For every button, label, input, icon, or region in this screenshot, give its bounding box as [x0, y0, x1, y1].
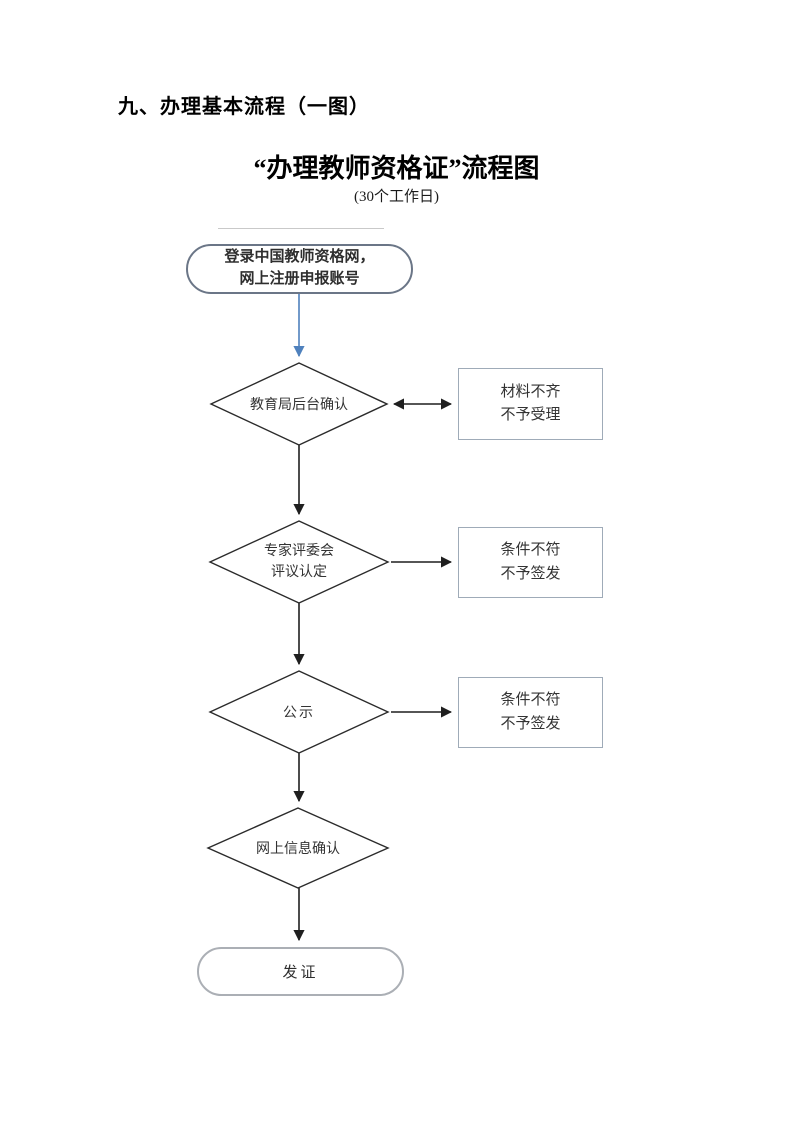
reject-box-3-label: 条件不符 不予签发 [500, 692, 561, 732]
decision-2-label: 专家评委会 评议认定 [264, 544, 334, 580]
end-node-label: 发证 [282, 965, 319, 981]
divider-line [218, 228, 384, 229]
decision-4-diamond [206, 807, 390, 889]
decision-4-label: 网上信息确认 [256, 842, 340, 857]
start-node-label: 登录中国教师资格网， 网上注册申报账号 [224, 249, 375, 287]
reject-box-1: 材料不齐 不予受理 [458, 368, 603, 440]
decision-1-diamond [209, 362, 389, 446]
decision-2-diamond [208, 520, 390, 604]
reject-box-1-label: 材料不齐 不予受理 [500, 383, 561, 423]
end-node: 发证 [197, 947, 404, 996]
start-node: 登录中国教师资格网， 网上注册申报账号 [186, 244, 413, 294]
section-heading: 九、办理基本流程（一图） [118, 96, 370, 118]
reject-box-2: 条件不符 不予签发 [458, 527, 603, 598]
decision-3-label: 公示 [283, 706, 315, 721]
decision-3-diamond [208, 670, 390, 754]
flowchart-title: “办理教师资格证”流程图 [253, 154, 540, 183]
flowchart-subtitle: (30个工作日) [354, 189, 439, 205]
reject-box-3: 条件不符 不予签发 [458, 677, 603, 748]
decision-1-label: 教育局后台确认 [250, 398, 348, 413]
reject-box-2-label: 条件不符 不予签发 [500, 542, 561, 582]
